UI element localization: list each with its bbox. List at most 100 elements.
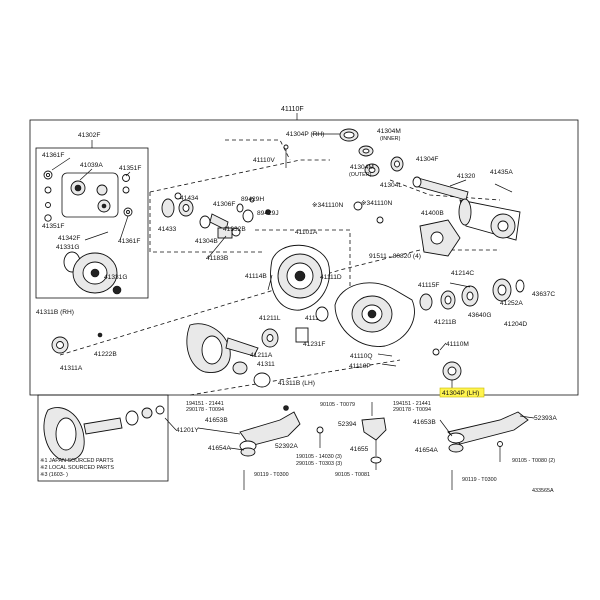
leader-lines <box>51 133 535 451</box>
label-41183B: 41183B <box>206 255 229 262</box>
label-41110M: 41110M <box>446 341 469 348</box>
label-41653B: 41653B <box>413 419 436 426</box>
mount-bracket-center <box>361 402 387 470</box>
label-41361F: 41361F <box>42 152 64 159</box>
label-41231F: 41231F <box>303 341 325 348</box>
label-41304F: 41304F <box>416 156 438 163</box>
label-41351F: 41351F <box>42 223 64 230</box>
axle-shaft-41320 <box>412 176 469 201</box>
label-41211L: 41211L <box>259 315 281 322</box>
label-41435A: 41435A <box>490 169 513 176</box>
label-41304M: 41304M <box>377 128 401 135</box>
label-41101A: 41101A <box>295 229 318 236</box>
label-41304M-outer: 41304M <box>350 164 374 171</box>
ring-gear-set <box>186 306 329 388</box>
label-194151: 194151 - 21441 <box>186 401 224 407</box>
dashed-guide <box>255 229 351 300</box>
differential-case-parts <box>43 170 133 295</box>
label-290105: 290105 - T0303 (3) <box>296 461 342 467</box>
label-89429J: 89429J <box>257 210 279 217</box>
highlight-41304P-lh <box>439 387 485 398</box>
label-290178: 290178 - T0094 <box>186 407 224 413</box>
label-41304L: 41304L <box>380 182 402 189</box>
dashed-guide <box>389 179 501 201</box>
label-41201Y: 41201Y <box>176 427 199 434</box>
collar-41304F <box>390 156 404 172</box>
label-41653B: 41653B <box>205 417 228 424</box>
label-41039A: 41039A <box>80 162 103 169</box>
note-date: ※3 (1603- ) <box>40 472 68 478</box>
label-41351F: 41351F <box>119 165 141 172</box>
note-local: ※2 LOCAL SOURCED PARTS <box>40 465 114 471</box>
dashed-guide <box>189 359 401 396</box>
label-89429H: 89429H <box>241 196 264 203</box>
bearing-41304M-outer <box>364 163 380 177</box>
label-41311B-lh: 41311B (LH) <box>278 380 315 387</box>
label-90105-T0079: 90105 - T0079 <box>320 402 355 408</box>
label-41654A: 41654A <box>415 447 438 454</box>
label-190105: 190105 - 14030 (3) <box>296 454 342 460</box>
label-41222B: 41222B <box>94 351 117 358</box>
bolts-41110Q-P <box>377 348 440 367</box>
bearing-stack-right <box>419 278 525 311</box>
dashed-guide <box>149 192 262 253</box>
label-41110V: 41110V <box>253 157 275 164</box>
label-90119: 90119 - T0300 <box>462 477 497 483</box>
label-41110Q: 41110Q <box>350 353 373 360</box>
label-41331G: 41331G <box>104 274 127 281</box>
tube-housing <box>458 198 521 241</box>
label-41304P-lh: 41304P (LH) <box>442 390 479 397</box>
label-41114B: 41114B <box>245 273 267 280</box>
label-41311A: 41311A <box>60 365 83 372</box>
label-outer: (OUTER) <box>349 172 372 178</box>
label-41302F: 41302F <box>78 132 100 139</box>
label-41115F: 41115F <box>418 282 439 289</box>
plug-41110N <box>353 201 384 224</box>
actuator-41400B <box>419 219 461 257</box>
dashed-guide <box>59 249 500 356</box>
label-41342F: 41342F <box>58 235 80 242</box>
label-41304P-rh: 41304P (RH) <box>286 131 324 138</box>
label-41306F: 41306F <box>213 201 235 208</box>
assembly-frame <box>29 119 579 396</box>
label-41320: 41320 <box>457 173 476 180</box>
label-41311B-rh: 41311B (RH) <box>36 309 74 316</box>
oil-seal-rh <box>339 128 359 142</box>
label-41204D: 41204D <box>504 321 527 328</box>
label-41211B: 41211B <box>434 319 457 326</box>
note-japan: ※1 JAPAN SOURCED PARTS <box>40 458 114 464</box>
label-41654A: 41654A <box>208 445 231 452</box>
mount-bracket-left <box>239 405 324 490</box>
pinion-bearing-group <box>161 192 271 239</box>
label-41304B: 41304B <box>195 238 218 245</box>
label-41361F: 41361F <box>118 238 140 245</box>
label-41331G: 41331G <box>56 244 79 251</box>
ring-gear-frame <box>37 394 169 482</box>
oil-seal-lh-highlighted <box>442 361 462 388</box>
side-seal-41311B-rh <box>51 332 103 354</box>
label-41110P: 41110P <box>349 363 371 370</box>
bearing-41304M-inner <box>358 145 374 157</box>
label-41400B: 41400B <box>421 210 444 217</box>
label-41214C: 41214C <box>451 270 474 277</box>
dashed-guide <box>149 159 330 193</box>
label-41252A: 41252A <box>500 300 523 307</box>
label-90105-T0081: 90105 - T0081 <box>335 472 370 478</box>
label-43637C: 43637C <box>532 291 555 298</box>
label-41655: 41655 <box>350 446 369 453</box>
differential-carrier <box>334 282 415 347</box>
label-41110N: ※341110N <box>361 200 393 207</box>
label-41110F: 41110F <box>281 106 304 113</box>
diagram-number: 433565A <box>532 488 554 494</box>
label-90119: 90119 - T0300 <box>254 472 289 478</box>
label-43640G: 43640G <box>468 312 491 319</box>
label-41332B: 41332B <box>223 226 246 233</box>
label-41211A: 41211A <box>250 352 273 359</box>
bolt-41435A <box>494 183 513 193</box>
label-inner: (INNER) <box>380 136 401 142</box>
label-290178: 290178 - T0094 <box>393 407 431 413</box>
label-41434: 41434 <box>180 195 199 202</box>
ring-and-pinion-41201Y <box>43 405 165 461</box>
